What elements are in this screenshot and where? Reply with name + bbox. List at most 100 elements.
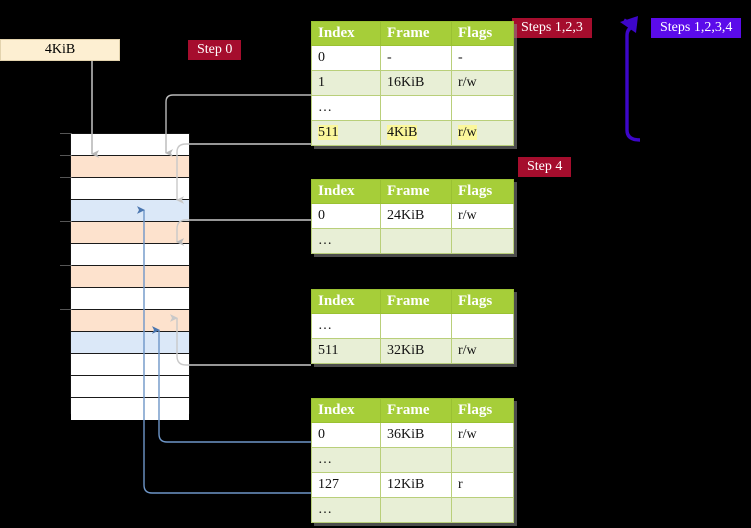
cell-flags xyxy=(451,313,514,339)
cell-frame: 16KiB xyxy=(380,70,452,96)
connector-t3-row511 xyxy=(170,314,311,366)
column-header-flags: Flags xyxy=(451,289,514,314)
cell-index: … xyxy=(311,228,381,254)
cell-index: … xyxy=(311,447,381,473)
steps-123-badge: Steps 1,2,3 xyxy=(512,18,592,39)
cell-flags: - xyxy=(451,45,514,71)
table-row: … xyxy=(311,313,514,339)
cell-flags xyxy=(451,497,514,523)
table-row: … xyxy=(311,95,514,121)
cell-index: … xyxy=(311,497,381,523)
column-header-flags: Flags xyxy=(451,21,514,46)
arrow-steps-loop xyxy=(625,25,641,142)
cell-index: 511 xyxy=(311,120,381,146)
memory-frame-row xyxy=(71,244,189,266)
cell-flags: r/w xyxy=(451,422,514,448)
table-row: … xyxy=(311,497,514,523)
table-row: 511 4KiB r/w xyxy=(311,120,514,146)
cell-frame xyxy=(380,95,452,121)
column-header-index: Index xyxy=(311,179,381,204)
cell-frame: - xyxy=(380,45,452,71)
column-header-index: Index xyxy=(311,289,381,314)
cell-index: 0 xyxy=(311,203,381,229)
table-row: … xyxy=(311,228,514,254)
memory-frame-row xyxy=(71,134,189,156)
cell-flags: r/w xyxy=(451,70,514,96)
memory-frame-row xyxy=(71,266,189,288)
memory-frame-row xyxy=(71,156,189,178)
cell-frame xyxy=(380,497,452,523)
highlight: 4KiB xyxy=(387,125,418,140)
step-0-badge: Step 0 xyxy=(188,40,242,61)
cell-frame: 36KiB xyxy=(380,422,452,448)
memory-frame-row xyxy=(71,376,189,398)
cell-frame: 32KiB xyxy=(380,338,452,364)
cell-frame xyxy=(380,447,452,473)
cell-index: … xyxy=(311,313,381,339)
cell-frame: 12KiB xyxy=(380,472,452,498)
cell-flags xyxy=(451,447,514,473)
cell-flags: r/w xyxy=(451,120,514,146)
connector-t1-row511 xyxy=(176,143,311,204)
column-header-flags: Flags xyxy=(451,179,514,204)
memory-tick xyxy=(60,309,72,310)
cell-index: 511 xyxy=(311,338,381,364)
cell-flags xyxy=(451,228,514,254)
size-label-box: 4KiB xyxy=(0,39,120,61)
cell-index: 0 xyxy=(311,45,381,71)
memory-frame-row xyxy=(71,222,189,244)
step-4-badge: Step 4 xyxy=(518,157,572,178)
table-row: … xyxy=(311,447,514,473)
memory-frame-row xyxy=(71,332,189,354)
table-row: 0-- xyxy=(311,45,514,71)
cell-frame: 4KiB xyxy=(380,120,452,146)
column-header-frame: Frame xyxy=(380,289,452,314)
column-header-frame: Frame xyxy=(380,179,452,204)
size-label-text: 4KiB xyxy=(44,42,76,57)
column-header-flags: Flags xyxy=(451,398,514,423)
memory-frame-row xyxy=(71,178,189,200)
cell-flags xyxy=(451,95,514,121)
cell-index: … xyxy=(311,95,381,121)
column-header-index: Index xyxy=(311,398,381,423)
steps-1234-badge: Steps 1,2,3,4 xyxy=(651,18,742,39)
cell-frame: 24KiB xyxy=(380,203,452,229)
physical-memory-column xyxy=(70,133,190,420)
memory-frame-row xyxy=(71,354,189,376)
table-header-row: Index Frame Flags xyxy=(311,398,514,423)
memory-frame-row xyxy=(71,288,189,310)
column-header-frame: Frame xyxy=(380,21,452,46)
cell-index: 0 xyxy=(311,422,381,448)
memory-frame-row xyxy=(71,200,189,222)
table-header-row: Index Frame Flags xyxy=(311,21,514,46)
column-header-index: Index xyxy=(311,21,381,46)
cell-index: 127 xyxy=(311,472,381,498)
cell-flags: r/w xyxy=(451,203,514,229)
cell-flags: r/w xyxy=(451,338,514,364)
memory-tick xyxy=(60,221,72,222)
highlight: 511 xyxy=(318,125,339,140)
cell-frame xyxy=(380,228,452,254)
connector-t2-row0 xyxy=(176,219,311,246)
memory-tick xyxy=(60,155,72,156)
table-header-row: Index Frame Flags xyxy=(311,179,514,204)
memory-tick xyxy=(60,265,72,266)
cell-index: 1 xyxy=(311,70,381,96)
cell-frame xyxy=(380,313,452,339)
memory-frame-row xyxy=(71,398,189,420)
cell-flags: r xyxy=(451,472,514,498)
column-header-frame: Frame xyxy=(380,398,452,423)
